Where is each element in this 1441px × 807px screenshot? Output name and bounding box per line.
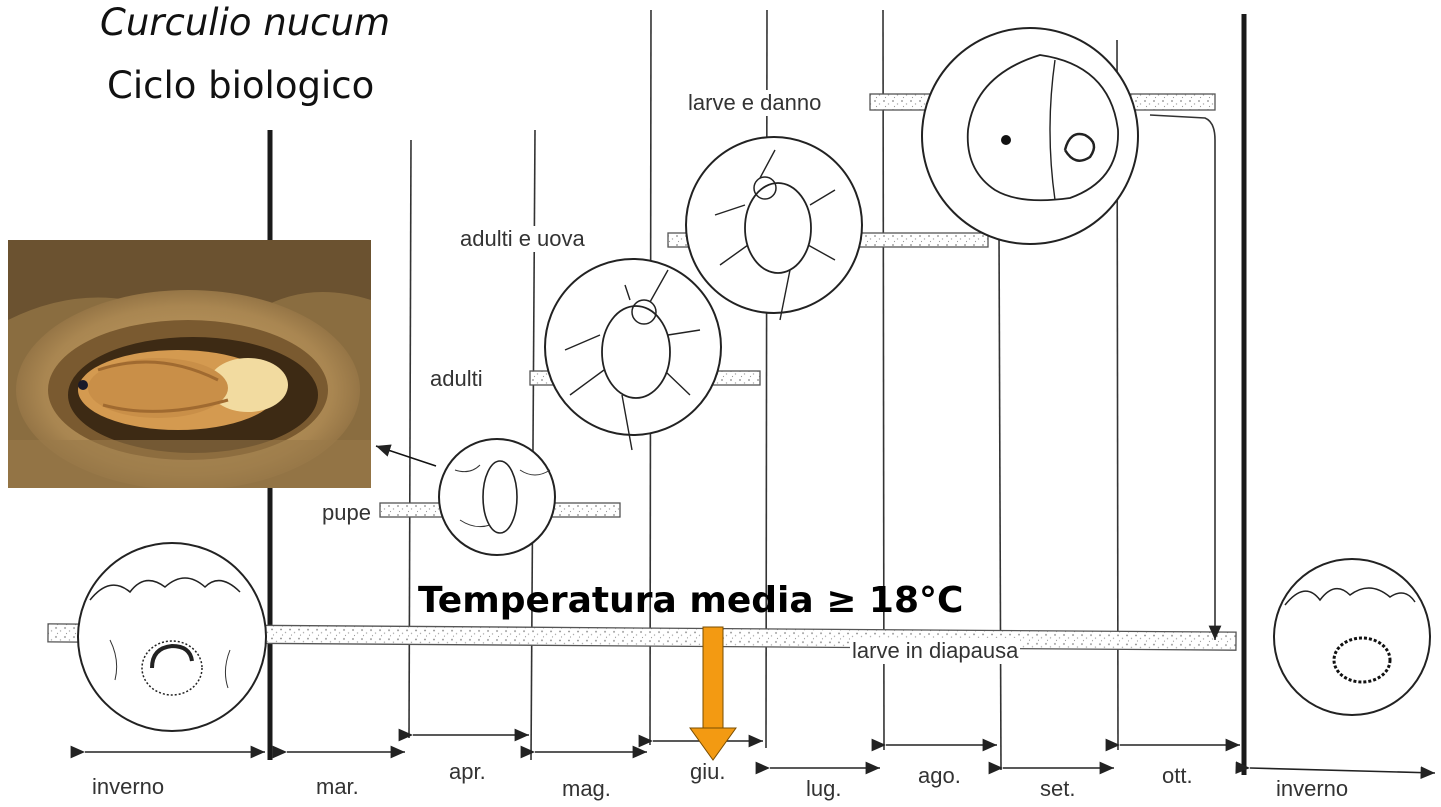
month-label-mag: mag. [562, 776, 611, 801]
month-label-inverno-start: inverno [92, 774, 165, 799]
pupa-icon [438, 438, 556, 556]
stage-label-pupe: pupe [320, 500, 373, 526]
larva-in-soil-icon [77, 542, 267, 732]
stage-label-larve-diapausa: larve in diapausa [850, 638, 1021, 664]
month-label-ago: ago. [918, 763, 961, 788]
stage-label-adulti-uova: adulti e uova [458, 226, 587, 252]
diagram-subtitle: Ciclo biologico [107, 64, 375, 107]
temperature-arrow [689, 626, 737, 761]
return-line [1149, 114, 1222, 640]
weevil-laying-eggs-icon [685, 136, 863, 321]
pupa-photo [8, 240, 371, 488]
photo-pointer-arrow [375, 444, 437, 467]
species-title: Curculio nucum [100, 1, 390, 44]
month-label-inverno-end: inverno [1276, 776, 1349, 801]
month-label-mar: mar. [316, 774, 359, 799]
month-label-lug: lug. [806, 776, 842, 801]
month-range-arrows [70, 728, 1436, 780]
stage-label-adulti: adulti [428, 366, 485, 392]
month-label-ott: ott. [1162, 763, 1193, 788]
weevil-adult-icon [544, 258, 722, 451]
month-label-giu: giu. [690, 759, 726, 784]
hazelnut-damage-icon [921, 27, 1139, 245]
month-label-apr: apr. [449, 759, 486, 784]
stage-label-larve-danno: larve e danno [686, 90, 824, 116]
temperature-annotation: Temperatura media ≥ 18°C [418, 580, 964, 621]
month-label-set: set. [1040, 776, 1076, 801]
larva-diapause-icon [1273, 558, 1431, 716]
